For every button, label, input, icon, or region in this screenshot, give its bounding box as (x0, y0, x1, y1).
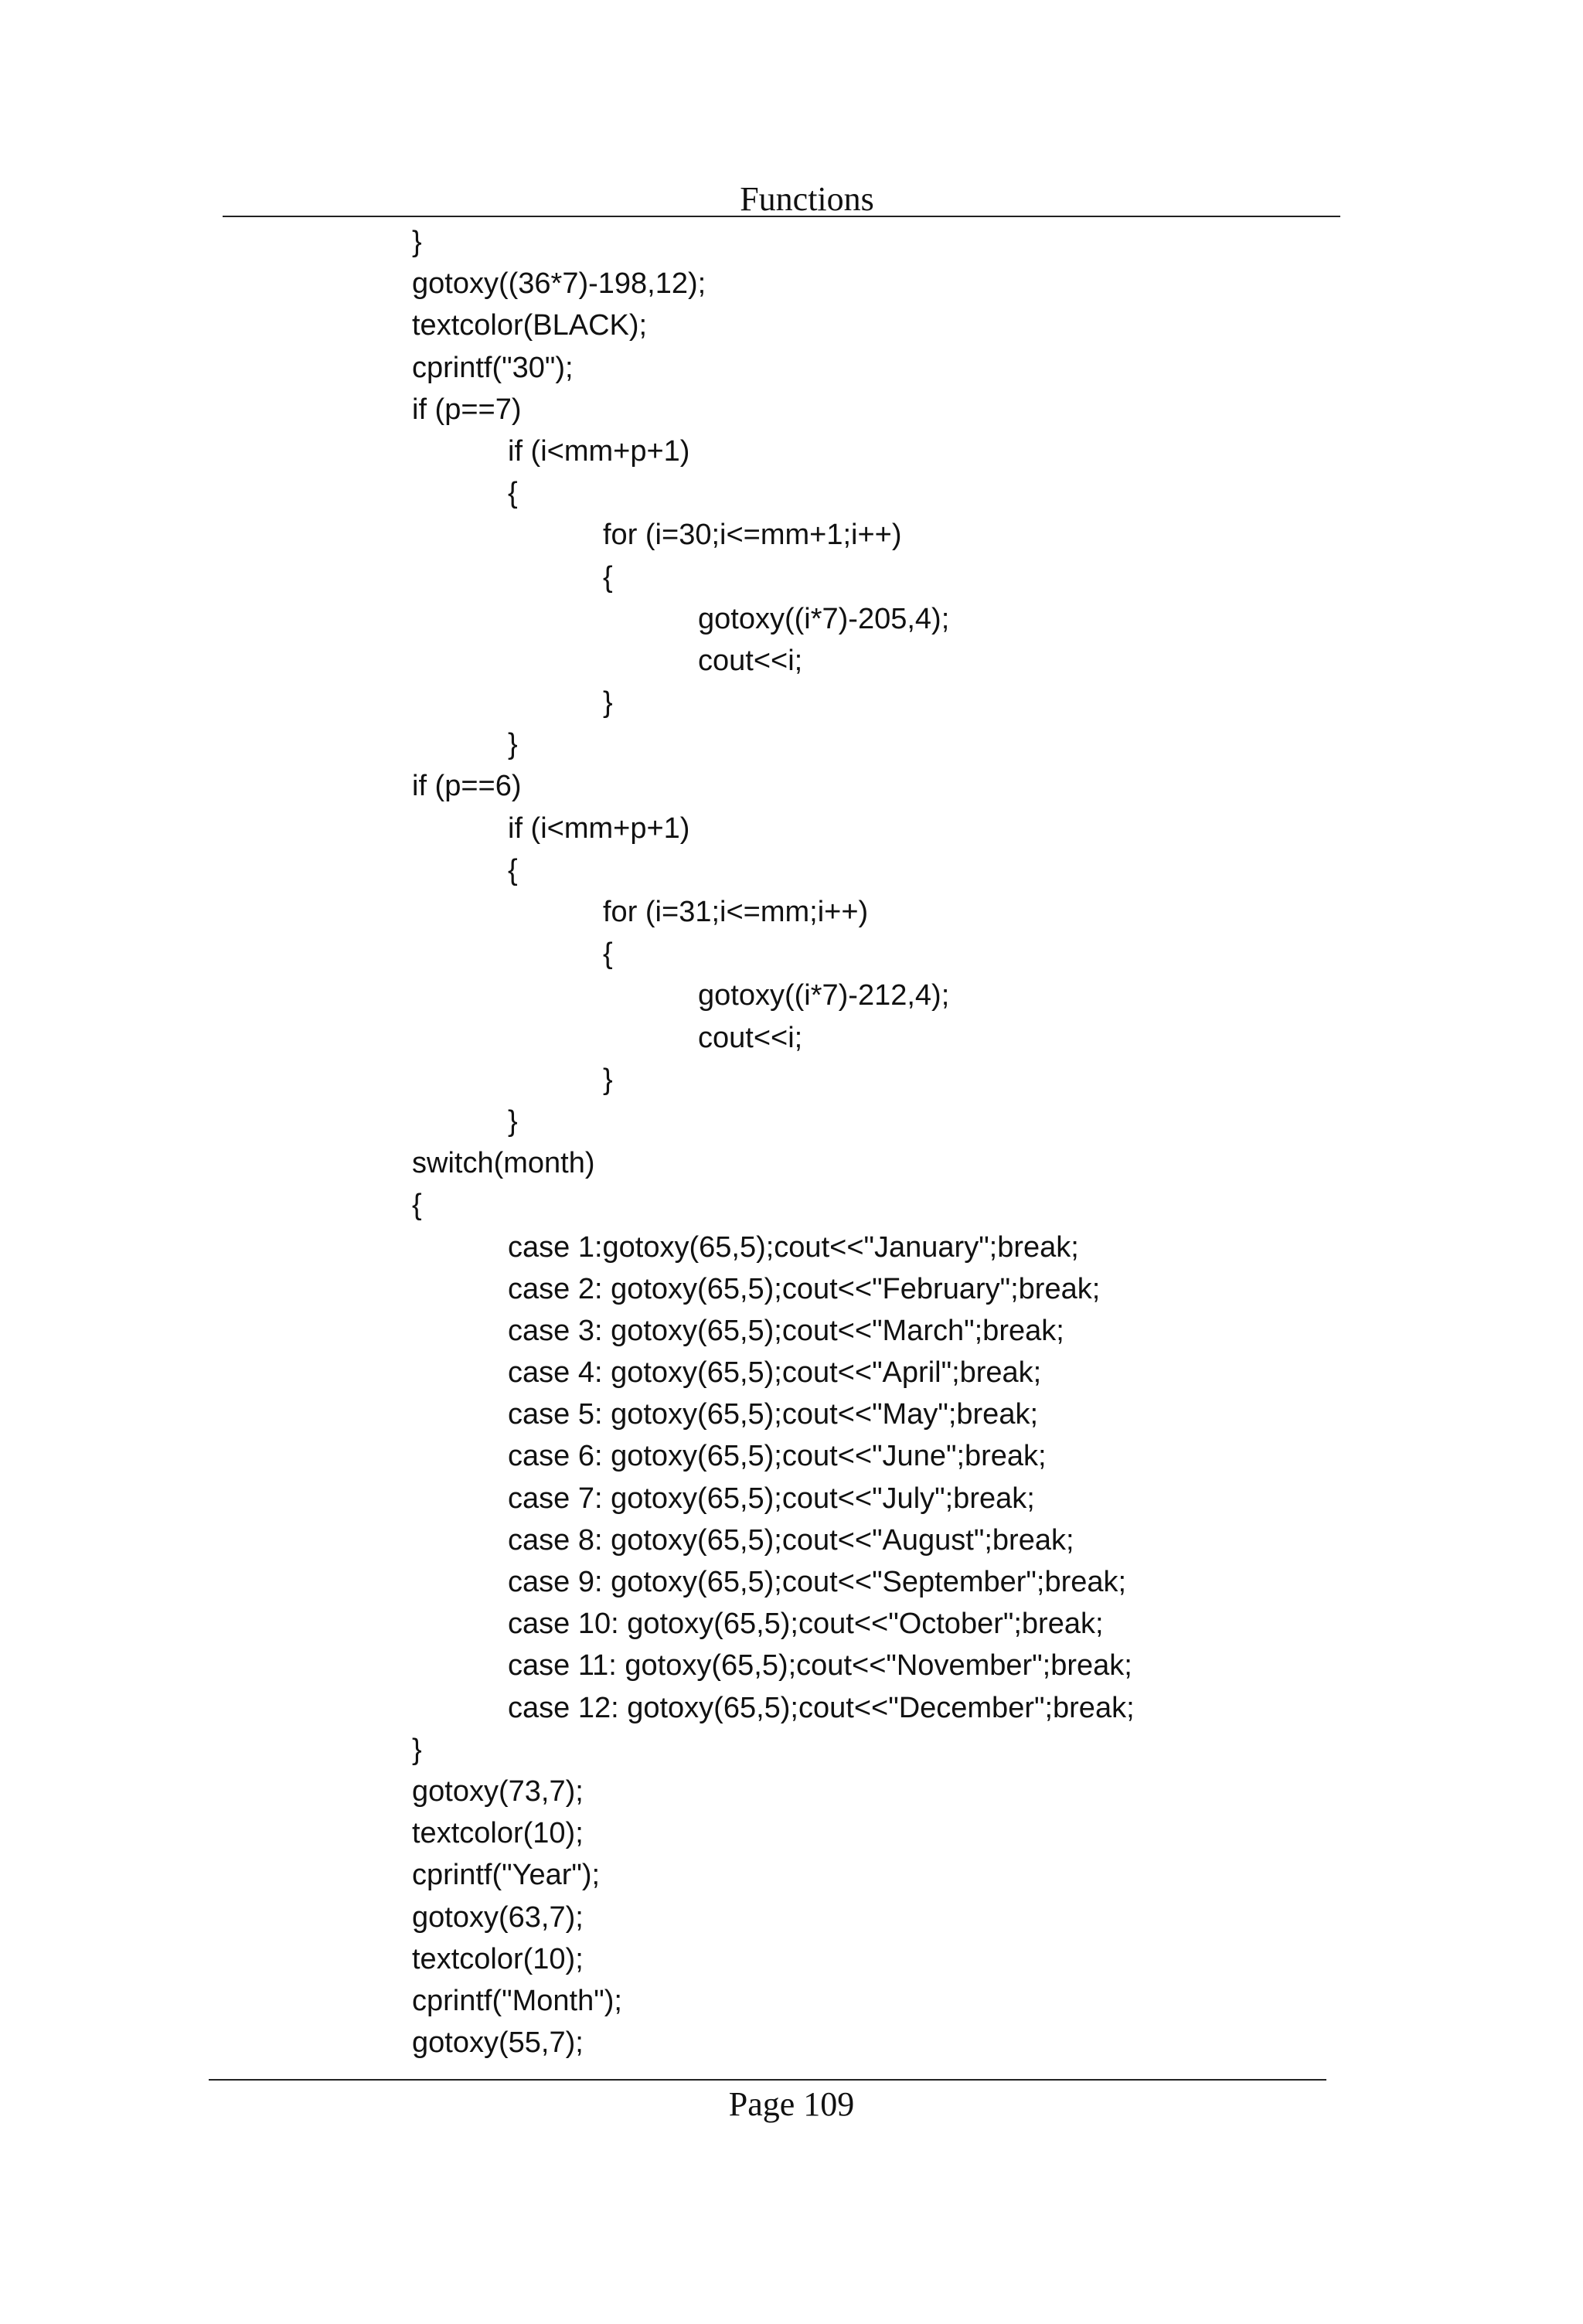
code-line: gotoxy((i*7)-212,4); (698, 979, 950, 1012)
code-line: switch(month) (412, 1147, 595, 1180)
code-line: { (603, 937, 613, 971)
code-line: } (412, 226, 422, 258)
code-line: { (508, 477, 518, 510)
code-line: case 10: gotoxy(65,5);cout<<"October";br… (508, 1608, 1104, 1641)
code-line: gotoxy((36*7)-198,12); (412, 267, 706, 301)
code-line: if (p==7) (412, 393, 522, 426)
code-line: } (508, 1104, 518, 1138)
code-line: } (508, 728, 518, 761)
code-line: if (p==6) (412, 770, 522, 803)
page-number: Page 109 (728, 2085, 855, 2123)
code-line: } (603, 1063, 613, 1096)
code-line: case 4: gotoxy(65,5);cout<<"April";break… (508, 1356, 1042, 1390)
code-line: cout<<i; (698, 1021, 803, 1054)
code-line: case 5: gotoxy(65,5);cout<<"May";break; (508, 1398, 1039, 1431)
code-line: case 1:gotoxy(65,5);cout<<"January";brea… (508, 1230, 1079, 1264)
code-line: case 7: gotoxy(65,5);cout<<"July";break; (508, 1482, 1035, 1515)
code-line: case 12: gotoxy(65,5);cout<<"December";b… (508, 1691, 1135, 1724)
code-line: } (412, 1733, 422, 1766)
code-line: gotoxy((i*7)-205,4); (698, 602, 950, 635)
code-line: textcolor(10); (412, 1942, 584, 1975)
code-line: case 6: gotoxy(65,5);cout<<"June";break; (508, 1440, 1047, 1473)
code-line: cprintf("Month"); (412, 1984, 622, 2017)
footer-rule (209, 2079, 1326, 2081)
code-line: } (603, 686, 613, 720)
code-line: { (508, 853, 518, 886)
code-line: gotoxy(55,7); (412, 2026, 584, 2060)
code-line: if (i<mm+p+1) (508, 434, 690, 468)
code-line: { (603, 560, 613, 594)
code-line: for (i=31;i<=mm;i++) (603, 896, 869, 928)
code-listing: } gotoxy((36*7)-198,12); textcolor(BLACK);… (412, 221, 1417, 2064)
running-header-title: Functions (740, 180, 874, 218)
code-line: for (i=30;i<=mm+1;i++) (603, 519, 902, 552)
code-line: cout<<i; (698, 644, 803, 677)
code-line: gotoxy(73,7); (412, 1774, 584, 1808)
code-line: { (412, 1189, 422, 1222)
code-line: case 9: gotoxy(65,5);cout<<"September";b… (508, 1566, 1127, 1598)
header-rule (223, 216, 1340, 217)
code-line: cprintf("30"); (412, 351, 574, 384)
code-line: textcolor(BLACK); (412, 309, 648, 342)
code-line: case 3: gotoxy(65,5);cout<<"March";break… (508, 1314, 1064, 1347)
code-line: case 2: gotoxy(65,5);cout<<"February";br… (508, 1272, 1101, 1305)
code-line: gotoxy(63,7); (412, 1900, 584, 1934)
code-line: cprintf("Year"); (412, 1859, 601, 1892)
code-line: case 11: gotoxy(65,5);cout<<"November";b… (508, 1649, 1132, 1683)
code-line: textcolor(10); (412, 1817, 584, 1850)
code-line: case 8: gotoxy(65,5);cout<<"August";brea… (508, 1523, 1074, 1557)
code-line: if (i<mm+p+1) (508, 812, 690, 845)
